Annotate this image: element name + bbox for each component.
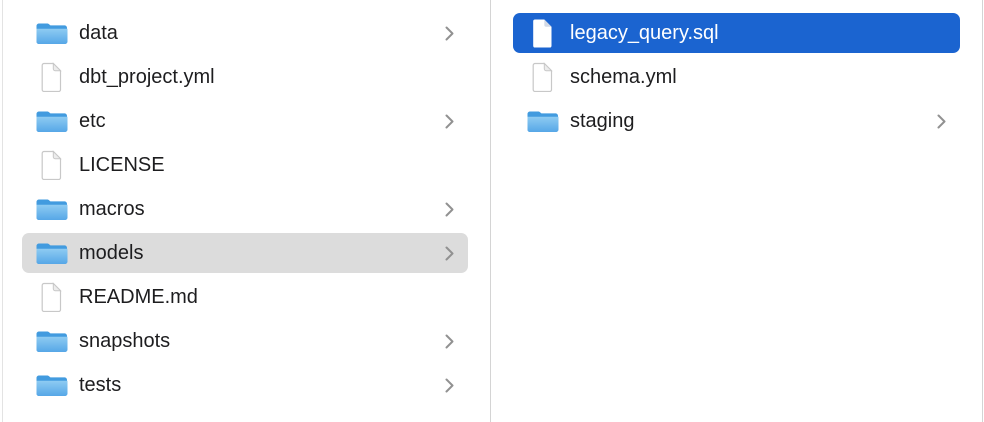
document-icon [35,61,69,93]
folder-icon [35,193,69,225]
chevron-right-icon [936,113,947,130]
chevron-right-icon [444,25,455,42]
file-row-staging[interactable]: staging [491,99,982,143]
file-name: LICENSE [79,153,165,176]
folder-icon [526,105,560,137]
document-icon [526,61,560,93]
file-name: legacy_query.sql [570,21,719,44]
chevron-right-icon [444,113,455,130]
file-row-schema-yml[interactable]: schema.yml [491,55,982,99]
file-name: data [79,21,118,44]
folder-icon [35,105,69,137]
file-name: staging [570,109,635,132]
chevron-right-icon [444,333,455,350]
child-file-column: legacy_query.sql schema.yml staging [491,0,982,422]
chevron-right-icon [444,245,455,262]
document-icon [35,281,69,313]
file-row-dbt-project-yml[interactable]: dbt_project.yml [3,55,490,99]
file-row-tests[interactable]: tests [3,363,490,407]
file-name: macros [79,197,145,220]
folder-icon [35,369,69,401]
file-row-etc[interactable]: etc [3,99,490,143]
column-divider-middle[interactable] [490,0,491,422]
file-row-snapshots[interactable]: snapshots [3,319,490,363]
file-name: snapshots [79,329,171,352]
column-divider-left [2,0,3,422]
file-row-readme-md[interactable]: README.md [3,275,490,319]
folder-icon [35,325,69,357]
file-row-models[interactable]: models [3,231,490,275]
file-name: models [79,241,144,264]
folder-icon [35,17,69,49]
file-name: tests [79,373,122,396]
chevron-right-icon [444,377,455,394]
file-name: README.md [79,285,198,308]
file-row-license[interactable]: LICENSE [3,143,490,187]
folder-icon [35,237,69,269]
file-row-data[interactable]: data [3,11,490,55]
parent-file-column: data dbt_project.yml etc LICENSE [3,0,490,422]
file-name: schema.yml [570,65,677,88]
file-name: dbt_project.yml [79,65,215,88]
file-row-legacy-query-sql[interactable]: legacy_query.sql [491,11,982,55]
file-name: etc [79,109,106,132]
column-divider-right[interactable] [982,0,983,422]
chevron-right-icon [444,201,455,218]
file-row-macros[interactable]: macros [3,187,490,231]
document-icon [35,149,69,181]
document-icon [526,17,560,49]
